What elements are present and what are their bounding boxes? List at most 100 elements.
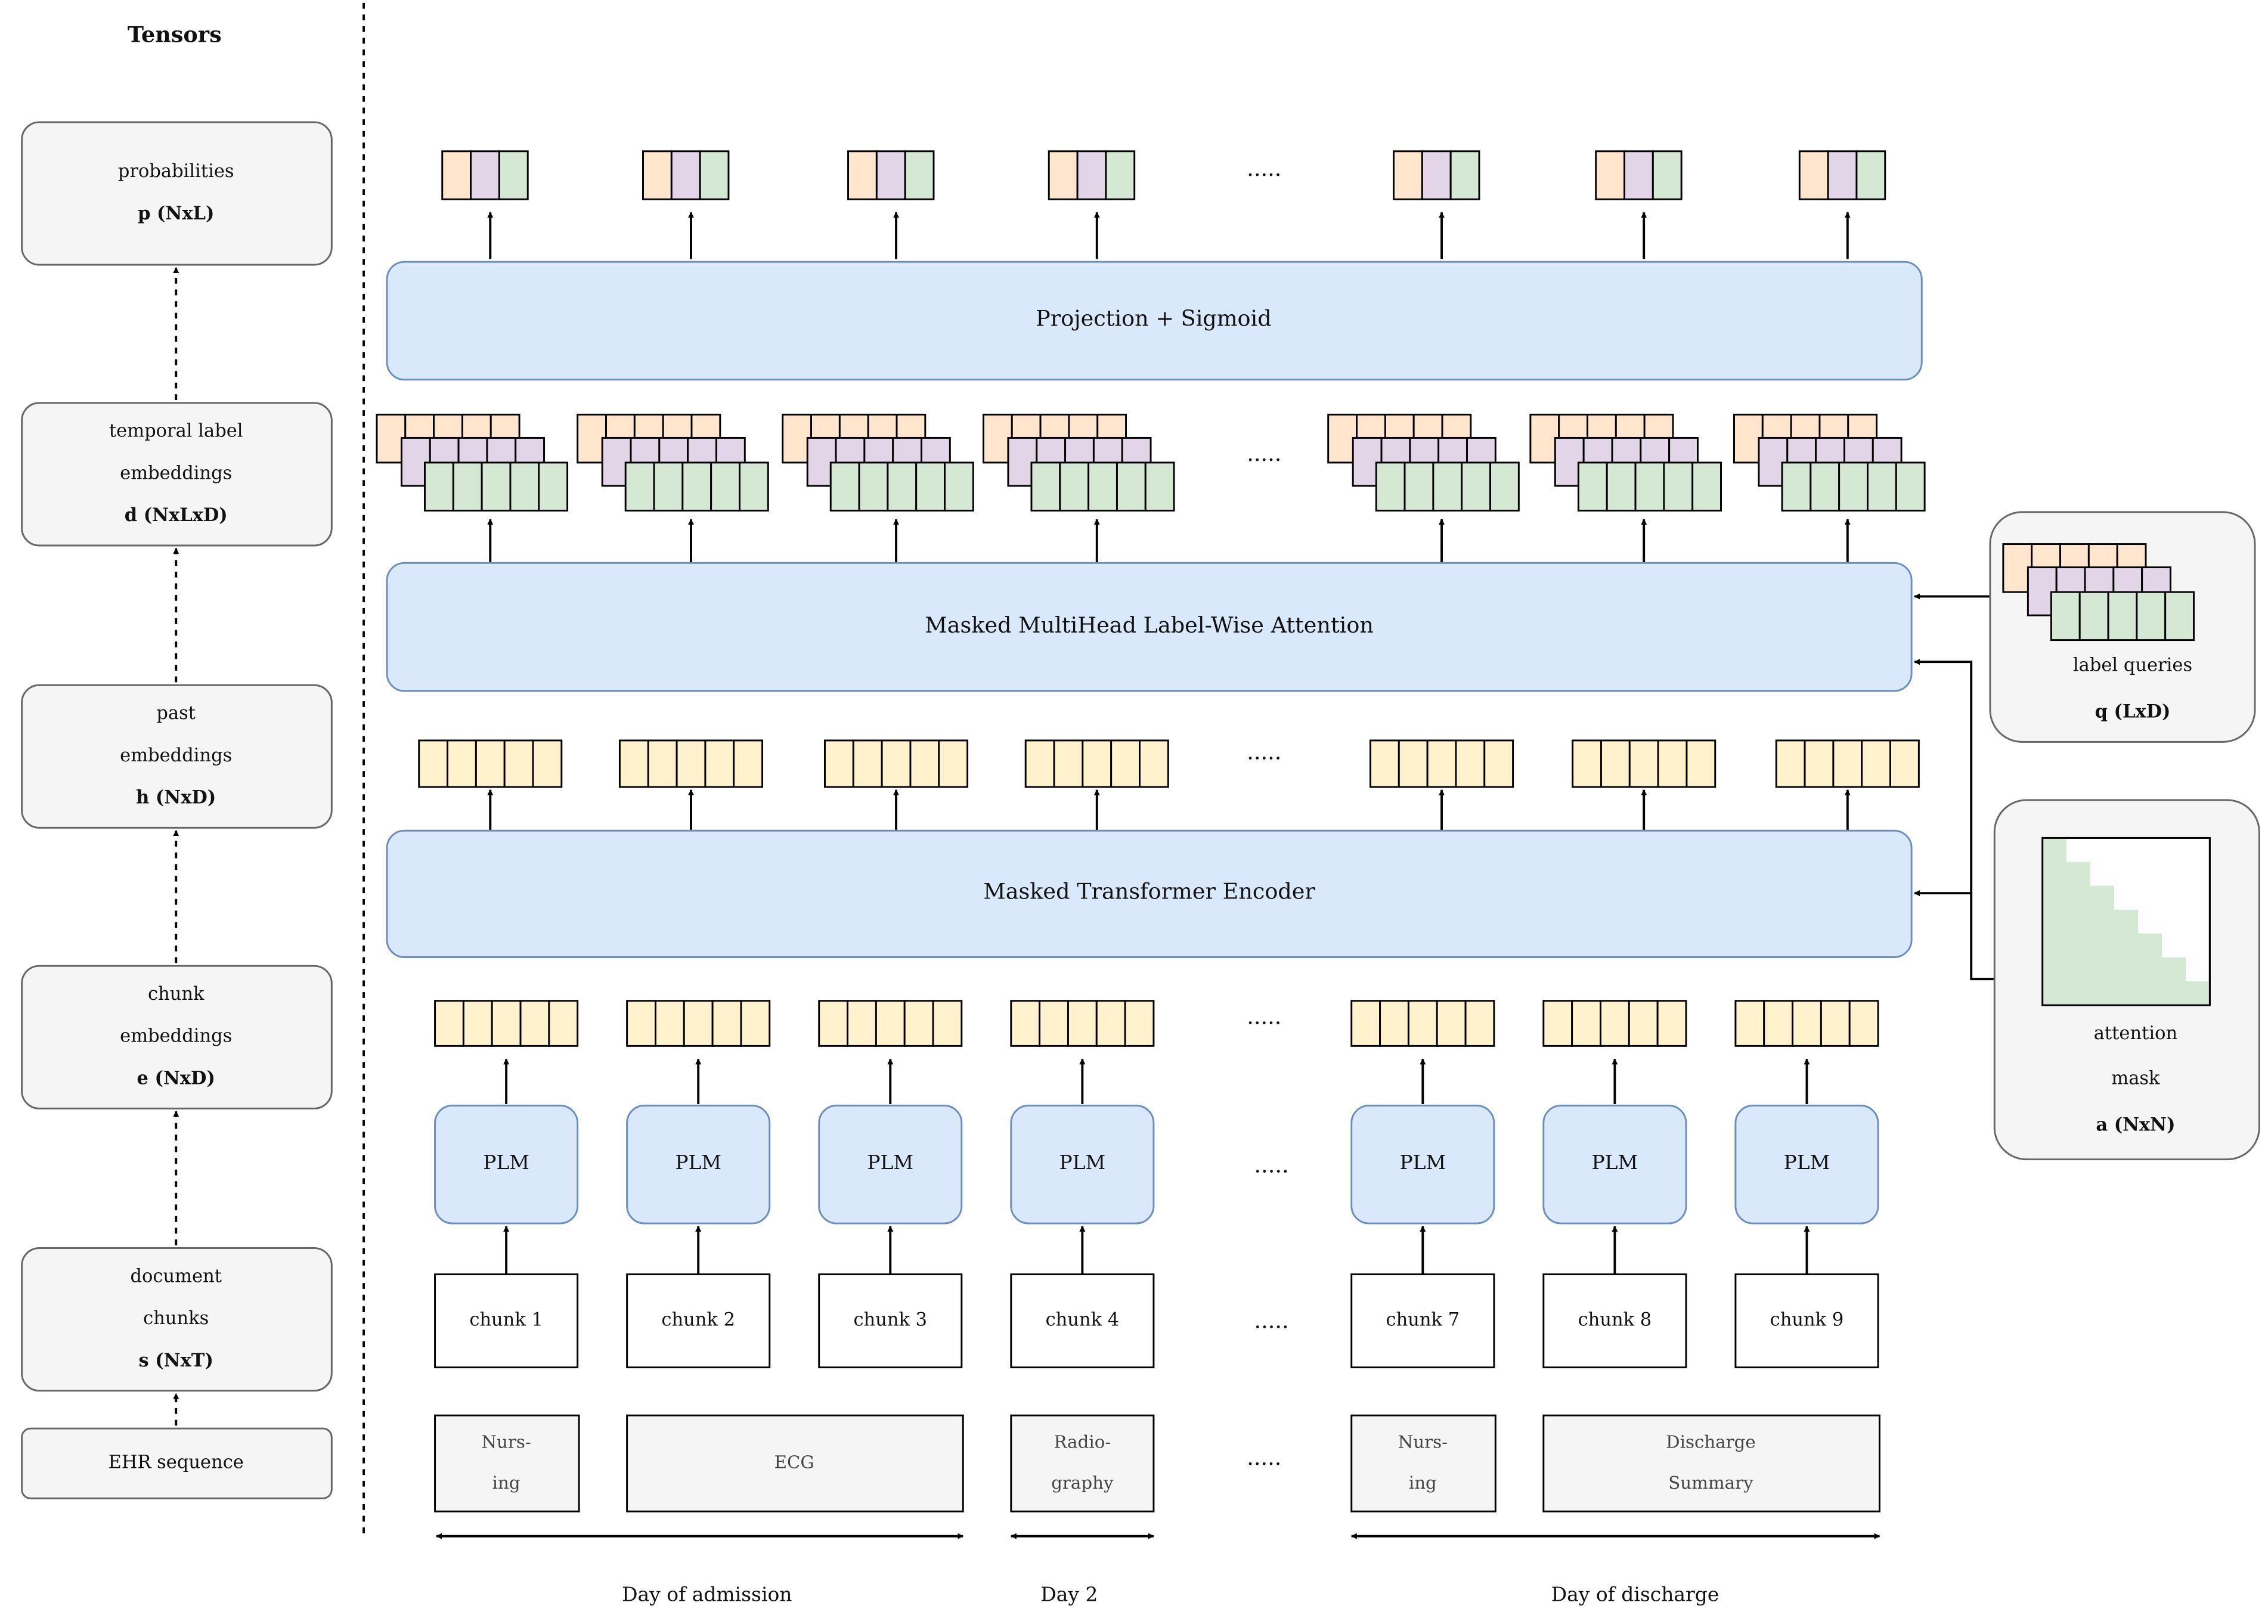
- temporal-label-embedding-cell: [1489, 461, 1520, 512]
- plm-label: PLM: [867, 1151, 913, 1174]
- chunk-box: [1734, 1273, 1879, 1369]
- temporal-label-embedding-cell: [1529, 413, 1560, 464]
- plm-label: PLM: [1399, 1151, 1446, 1174]
- transformer-encoder-label: Masked Transformer Encoder: [983, 879, 1315, 904]
- chunk-box: [434, 1273, 579, 1369]
- probability-cell: [1652, 150, 1683, 200]
- plm-label: PLM: [483, 1151, 529, 1174]
- label-query-cell: [2050, 591, 2081, 641]
- tensor-label: chunk: [148, 984, 205, 1005]
- probability-cell: [1595, 150, 1625, 200]
- temporal-label-embedding-cell: [624, 461, 655, 512]
- chunk-embedding-cell: [683, 1000, 714, 1047]
- past-embedding-cell: [1139, 739, 1169, 788]
- document-box: [434, 1414, 580, 1513]
- chunk-embedding-cell: [434, 1000, 464, 1047]
- chunk-embedding-cell: [1848, 1000, 1879, 1047]
- probability-cell: [441, 150, 472, 200]
- document-label: ECG: [774, 1452, 814, 1473]
- past-embedding-cell: [1685, 739, 1717, 788]
- past-embedding-cell: [1053, 739, 1084, 788]
- label-queries-label: label queries: [2073, 655, 2192, 676]
- plm-label: PLM: [1784, 1151, 1830, 1174]
- temporal-label-embedding-cell: [1634, 461, 1665, 512]
- plm-block: [1542, 1104, 1687, 1225]
- probability-cell: [847, 150, 878, 200]
- chunk-embedding-cell: [932, 1000, 963, 1047]
- tensor-box: [21, 402, 333, 547]
- document-label: Nurs-: [1398, 1431, 1448, 1452]
- label-wise-attention-block: [386, 562, 1913, 692]
- chunk-embedding-cell: [818, 1000, 849, 1047]
- past-embedding-cell: [881, 739, 912, 788]
- chunk-embedding-cell: [548, 1000, 579, 1047]
- chunk-box: [1350, 1273, 1495, 1369]
- chunk-embedding-cell: [1792, 1000, 1822, 1047]
- temporal-label-embedding-cell: [829, 461, 860, 512]
- probability-cell: [670, 150, 701, 200]
- tensor-label: chunks: [143, 1308, 209, 1329]
- past-embedding-cell: [1775, 739, 1806, 788]
- document-label: ing: [1409, 1473, 1437, 1493]
- probability-cell: [1827, 150, 1858, 200]
- tensor-box: [21, 965, 333, 1109]
- temporal-label-embedding-cell: [1663, 461, 1694, 512]
- chunk-embedding-cell: [903, 1000, 934, 1047]
- tensor-label: embeddings: [120, 745, 232, 766]
- plm-block: [818, 1104, 963, 1225]
- temporal-label-embedding-cell: [1403, 461, 1434, 512]
- chunk-embedding-cell: [1379, 1000, 1409, 1047]
- chunk-box: [818, 1273, 963, 1369]
- chunk-label: chunk 2: [661, 1310, 735, 1331]
- past-embedding-cell: [733, 739, 764, 788]
- projection-sigmoid-block: [386, 261, 1923, 381]
- chunk-embedding-cell: [654, 1000, 685, 1047]
- past-embedding-cell: [532, 739, 563, 788]
- temporal-label-embedding-cell: [452, 461, 483, 512]
- temporal-label-embedding-cell: [424, 461, 454, 512]
- temporal-label-embedding-cell: [1461, 461, 1491, 512]
- ehr-sequence-box: [21, 1427, 333, 1499]
- chunk-label: chunk 7: [1386, 1310, 1460, 1331]
- tensor-symbol: d (NxLxD): [125, 504, 228, 526]
- chunk-embedding-cell: [1820, 1000, 1851, 1047]
- projection-sigmoid-label: Projection + Sigmoid: [1036, 305, 1271, 331]
- temporal-label-embedding-cell: [1810, 461, 1841, 512]
- past-embedding-cell: [1082, 739, 1113, 788]
- temporal-label-embedding-cell: [538, 461, 569, 512]
- temporal-label-embedding-cell: [1375, 461, 1406, 512]
- tensor-symbol: p (NxL): [138, 203, 214, 224]
- past-embedding-cell: [1426, 739, 1457, 788]
- past-embedding-cell: [676, 739, 707, 788]
- ellipsis: .....: [1247, 739, 1281, 764]
- document-label: graphy: [1051, 1473, 1114, 1493]
- probability-cell: [1798, 150, 1829, 200]
- temporal-label-embedding-cell: [858, 461, 889, 512]
- label-wise-attention-label: Masked MultiHead Label-Wise Attention: [925, 612, 1374, 638]
- chunk-embedding-cell: [1656, 1000, 1687, 1047]
- past-embedding-cell: [704, 739, 735, 788]
- ehr-sequence-label: EHR sequence: [109, 1452, 244, 1473]
- label-query-cell: [2164, 591, 2195, 641]
- temporal-label-embedding-cell: [481, 461, 512, 512]
- ellipsis: .....: [1247, 156, 1281, 181]
- past-embedding-cell: [1861, 739, 1891, 788]
- probability-cell: [904, 150, 935, 200]
- tensor-box: [21, 1247, 333, 1392]
- temporal-label-embedding-cell: [1327, 413, 1358, 464]
- chunk-embedding-cell: [1067, 1000, 1098, 1047]
- probability-cell: [1623, 150, 1654, 200]
- past-embedding-cell: [447, 739, 477, 788]
- plm-block: [626, 1104, 771, 1225]
- chunk-embedding-cell: [1124, 1000, 1155, 1047]
- chunk-embedding-cell: [1436, 1000, 1467, 1047]
- chunk-embedding-cell: [1350, 1000, 1381, 1047]
- chunk-embedding-cell: [1571, 1000, 1601, 1047]
- past-embedding-cell: [1455, 739, 1486, 788]
- past-embedding-cell: [1572, 739, 1602, 788]
- past-embedding-cell: [1483, 739, 1514, 788]
- document-label: ing: [492, 1473, 520, 1493]
- temporal-label-embedding-cell: [710, 461, 740, 512]
